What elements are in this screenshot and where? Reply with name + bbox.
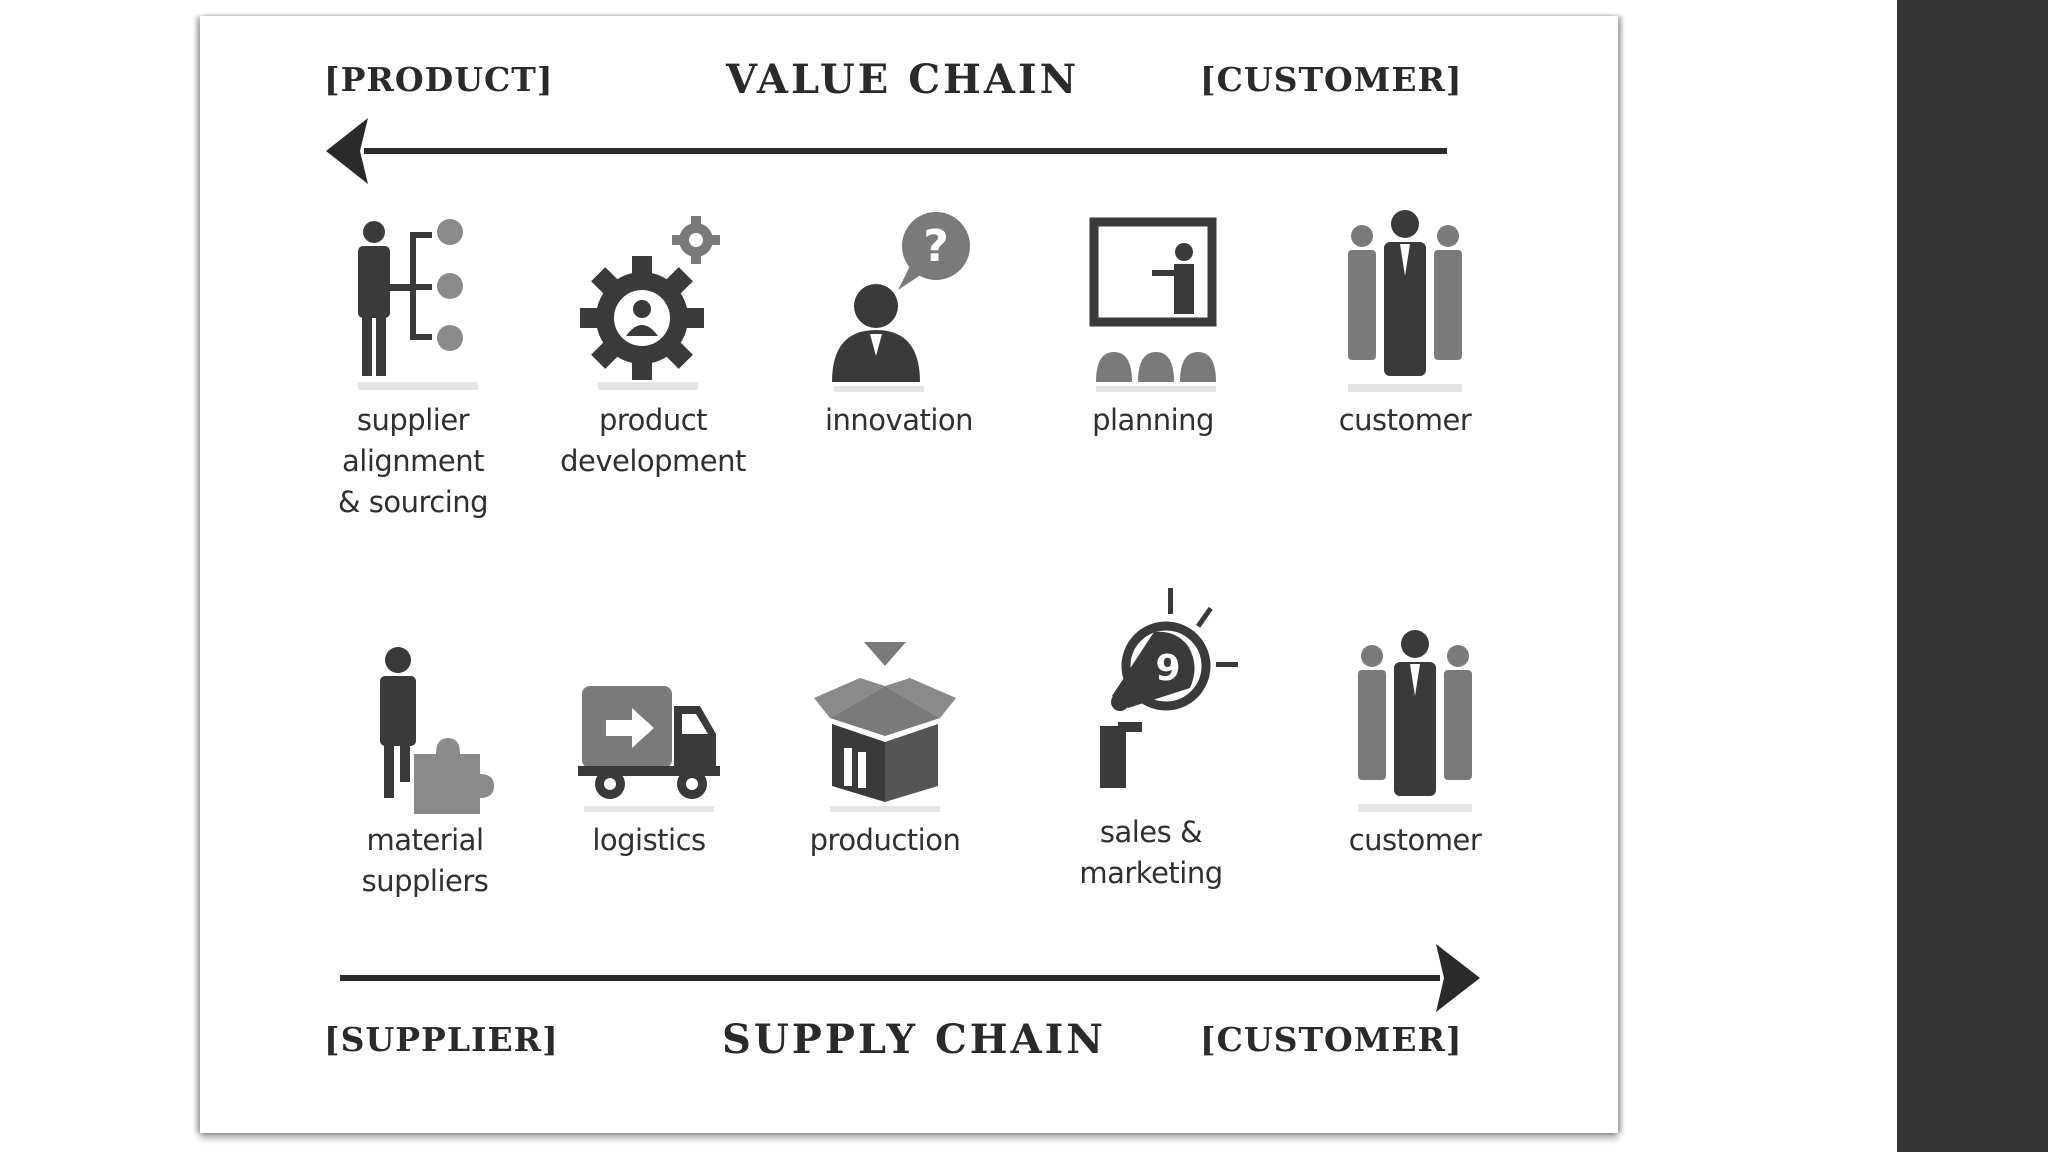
supply-chain-right-tag: [CUSTOMER] [1200, 1020, 1463, 1059]
value-chain-title: VALUE CHAIN [726, 56, 1080, 103]
item-label: customer [1348, 823, 1482, 857]
megaphone-icon: 9 [1100, 588, 1238, 788]
supply-chain-item-logistics: logistics [534, 626, 764, 861]
supplier-hierarchy-icon [358, 219, 478, 390]
person-question-icon: ? [832, 212, 970, 392]
value-chain-item-customer: customer [1290, 206, 1520, 441]
gear-person-icon [580, 216, 720, 390]
item-label: innovation [824, 403, 974, 437]
right-dark-panel [1897, 0, 2048, 1152]
supply-chain-item-customer: customer [1300, 626, 1530, 861]
item-label: production [809, 823, 961, 857]
item-label: customer [1338, 403, 1472, 437]
supply-chain-item-material-suppliers: material suppliers [310, 626, 540, 902]
svg-text:?: ? [923, 221, 949, 272]
item-label: sales & marketing [1079, 815, 1223, 890]
delivery-truck-icon [578, 686, 720, 812]
supply-chain-title: SUPPLY CHAIN [722, 1016, 1106, 1063]
item-label: logistics [592, 823, 706, 857]
item-label: supplier alignment & sourcing [337, 403, 489, 519]
customer-group-icon [1348, 210, 1462, 392]
value-chain-right-tag: [CUSTOMER] [1200, 60, 1463, 99]
item-label: product development [560, 403, 746, 478]
svg-text:9: 9 [1155, 648, 1180, 689]
diagram-card: [PRODUCT] VALUE CHAIN [CUSTOMER] supplie… [200, 16, 1618, 1133]
value-chain-arrow [326, 118, 1447, 184]
item-label: planning [1092, 403, 1214, 437]
value-chain-left-tag: [PRODUCT] [324, 60, 554, 99]
value-chain-item-planning: planning [1038, 206, 1268, 441]
person-puzzle-icon [380, 647, 494, 814]
supply-chain-arrow [340, 944, 1480, 1012]
value-chain-item-supplier-alignment: supplier alignment & sourcing [298, 206, 528, 523]
supply-chain-item-production: production [770, 626, 1000, 861]
presentation-board-icon [1089, 217, 1217, 392]
customer-group-icon [1358, 630, 1472, 812]
value-chain-item-product-development: product development [538, 206, 768, 482]
supply-chain-item-sales-marketing: 9 sales & marketing [1036, 576, 1266, 894]
open-box-icon [814, 642, 956, 812]
item-label: material suppliers [361, 823, 489, 898]
value-chain-item-innovation: ? innovation [784, 206, 1014, 441]
supply-chain-left-tag: [SUPPLIER] [324, 1020, 559, 1059]
